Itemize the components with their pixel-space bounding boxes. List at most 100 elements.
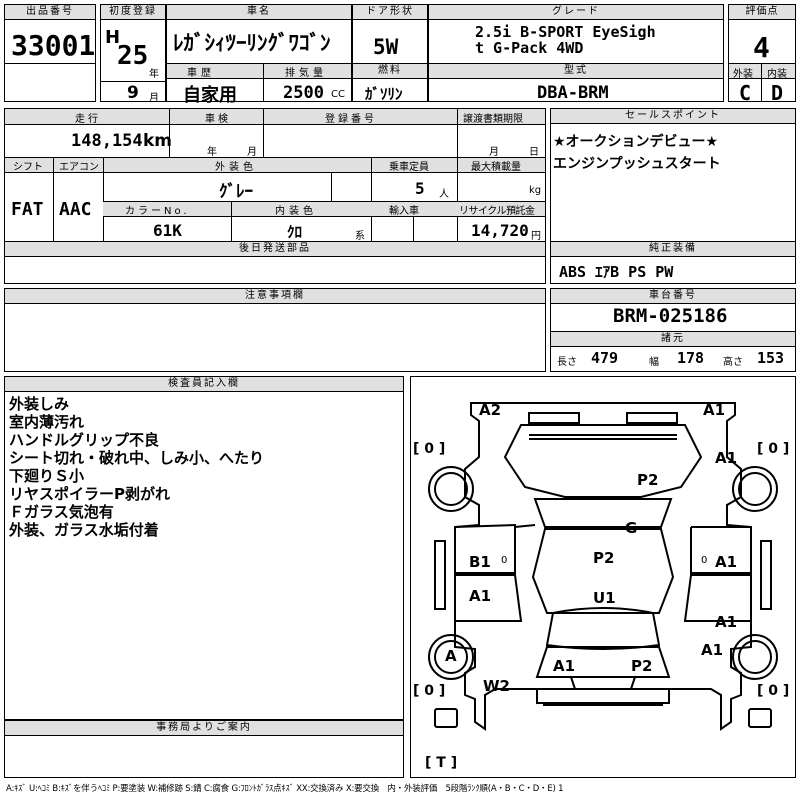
km-unit: km xyxy=(143,131,173,151)
grade-label: グレード xyxy=(429,5,723,20)
aircon-label: エアコン xyxy=(59,162,99,173)
cc-unit: CC xyxy=(331,89,345,100)
later-parts-label: 後日発送部品 xyxy=(5,241,545,257)
reg-number-label: 登録番号 xyxy=(325,114,377,125)
color-no-value: 61K xyxy=(153,221,182,240)
interior-value: D xyxy=(771,81,784,105)
equipment-value: ABS ｴｱB PS PW xyxy=(559,263,674,281)
lot-number-value: 33001 xyxy=(11,29,96,62)
grade-box: グレード 2.5i B-SPORT EyeSigh t G-Pack 4WD 型… xyxy=(428,4,724,103)
inspector-note-line: Ｆガラス気泡有 xyxy=(9,503,114,521)
capacity-value: 5 xyxy=(415,179,425,198)
int-color-value: ｸﾛ xyxy=(287,223,303,241)
color-no-label: カラーNo. xyxy=(125,206,190,217)
year-unit: 年 xyxy=(149,69,159,80)
damage-rear-left: W2 xyxy=(483,677,510,695)
inspector-note-line: リヤスポイラーP剥がれ xyxy=(9,485,170,503)
inspector-notes-list: 外装しみ室内薄汚れハンドルグリップ不良シート切れ・破れ中、しみ小、へたり下廻りＳ… xyxy=(9,395,264,539)
length-value: 479 xyxy=(591,349,619,367)
damage-trunk-right: P2 xyxy=(631,657,653,675)
recycle-label: リサイクル預託金 xyxy=(459,206,535,217)
height-label: 高さ xyxy=(723,357,743,368)
chassis-no-label: 車台番号 xyxy=(551,289,795,304)
transfer-deadline-label: 譲渡書類期限 xyxy=(463,114,523,125)
sales-point-box: セールスポイント ★オークションデビュー★ エンジンプッシュスタート 純正装備 … xyxy=(550,108,796,284)
yen-unit: 円 xyxy=(531,231,541,242)
shift-value: FAT xyxy=(11,199,44,220)
history-value: 自家用 xyxy=(183,85,237,106)
inspector-note-line: 外装、ガラス水垢付着 xyxy=(9,521,159,539)
inspection-month-unit: 月 xyxy=(247,147,257,158)
kei-unit: 系 xyxy=(355,231,365,242)
caution-label: 注意事項欄 xyxy=(5,289,545,304)
deadline-day-unit: 日 xyxy=(529,147,539,158)
sales-point-label: セールスポイント xyxy=(551,109,795,124)
inspector-notes-box: 検査員記入欄 外装しみ室内薄汚れハンドルグリップ不良シート切れ・破れ中、しみ小、… xyxy=(4,376,404,720)
damage-top-left: A2 xyxy=(479,401,502,419)
office-notice-label: 事務局よりご案内 xyxy=(5,721,403,736)
damage-right-front-door: A1 xyxy=(715,553,738,571)
score-box: 評価点 4 外装 内装 C D xyxy=(728,4,796,105)
office-notice-box: 事務局よりご案内 xyxy=(4,720,404,778)
door-type-label: ドア形状 xyxy=(353,5,427,20)
chassis-box: 車台番号 BRM-025186 諸元 長さ 479 幅 178 高さ 153 xyxy=(550,288,796,372)
damage-left-front-door: B1 xyxy=(469,553,491,571)
recycle-value: 14,720 xyxy=(471,221,529,240)
inspector-note-line: シート切れ・破れ中、しみ小、へたり xyxy=(9,449,265,467)
mileage-label: 走行 xyxy=(75,114,101,125)
inspector-note-line: 外装しみ xyxy=(9,395,70,413)
inspector-notes-label: 検査員記入欄 xyxy=(5,377,403,392)
era-value: H xyxy=(105,27,121,48)
damage-top-right: A1 xyxy=(703,401,726,419)
displacement-value: 2500 xyxy=(283,83,324,103)
exterior-value: C xyxy=(739,81,752,105)
inspector-note-line: 室内薄汚れ xyxy=(9,413,85,431)
width-value: 178 xyxy=(677,349,705,367)
damage-right-front-wheel: A1 xyxy=(715,449,738,467)
kg-unit: kg xyxy=(529,185,542,196)
person-unit: 人 xyxy=(439,189,449,200)
ext-color-value: ｸﾞﾚｰ xyxy=(219,182,253,202)
bracket-t: [ T ] xyxy=(425,755,458,771)
import-label: 輸入車 xyxy=(389,206,419,217)
interior-label: 内装 xyxy=(767,69,787,80)
fuel-label: 燃料 xyxy=(353,63,427,79)
deadline-month-unit: 月 xyxy=(489,147,499,158)
lot-number-box: 出品番号 33001 xyxy=(4,4,96,102)
door-type-value: 5W xyxy=(373,35,399,59)
damage-roof-rear: U1 xyxy=(593,589,616,607)
height-value: 153 xyxy=(757,349,785,367)
model-type-label: 型式 xyxy=(429,63,723,79)
inspector-note-line: ハンドルグリップ不良 xyxy=(9,431,160,449)
max-load-label: 最大積載量 xyxy=(471,162,521,173)
exterior-label: 外装 xyxy=(733,69,753,80)
damage-windshield: G xyxy=(625,519,638,537)
tire-zero-right: 0 xyxy=(701,555,708,566)
grade-line-2: t G-Pack 4WD xyxy=(475,39,584,57)
ext-color-label: 外装色 xyxy=(215,162,257,173)
car-diagram xyxy=(428,402,778,731)
car-diagram-box: A2 A1 [ 0 ] [ 0 ] A1 P2 G B1 0 P2 0 A1 A… xyxy=(410,376,796,778)
damage-trunk-left: A1 xyxy=(553,657,576,675)
damage-right-rear-wheel: A1 xyxy=(701,641,724,659)
score-value: 4 xyxy=(753,31,770,64)
inspection-label: 車検 xyxy=(205,114,231,125)
grade-line-1: 2.5i B-SPORT EyeSigh xyxy=(475,23,656,41)
car-name-value: ﾚｶﾞｼｨﾂｰﾘﾝｸﾞﾜｺﾞﾝ xyxy=(173,31,331,55)
specs-label: 諸元 xyxy=(551,331,795,347)
caution-box: 注意事項欄 xyxy=(4,288,546,372)
first-reg-label: 初度登録 xyxy=(101,5,165,20)
mileage-value: 148,154 xyxy=(71,131,143,151)
door-type-box: ドア形状 5W 燃料 ｶﾞｿﾘﾝ xyxy=(352,4,428,103)
fuel-value: ｶﾞｿﾘﾝ xyxy=(365,85,403,103)
damage-hood: P2 xyxy=(637,471,659,489)
damage-right-rear-door: A1 xyxy=(715,613,738,631)
shift-label: シフト xyxy=(13,162,43,173)
model-type-value: DBA-BRM xyxy=(537,83,609,103)
month-unit: 月 xyxy=(149,93,159,104)
bracket-rear-left: [ 0 ] xyxy=(413,683,446,699)
month-value: 9 xyxy=(127,83,139,103)
damage-left-rear-door: A1 xyxy=(469,587,492,605)
first-reg-box: 初度登録 H 25 年 9 月 xyxy=(100,4,166,104)
capacity-label: 乗車定員 xyxy=(389,162,429,173)
